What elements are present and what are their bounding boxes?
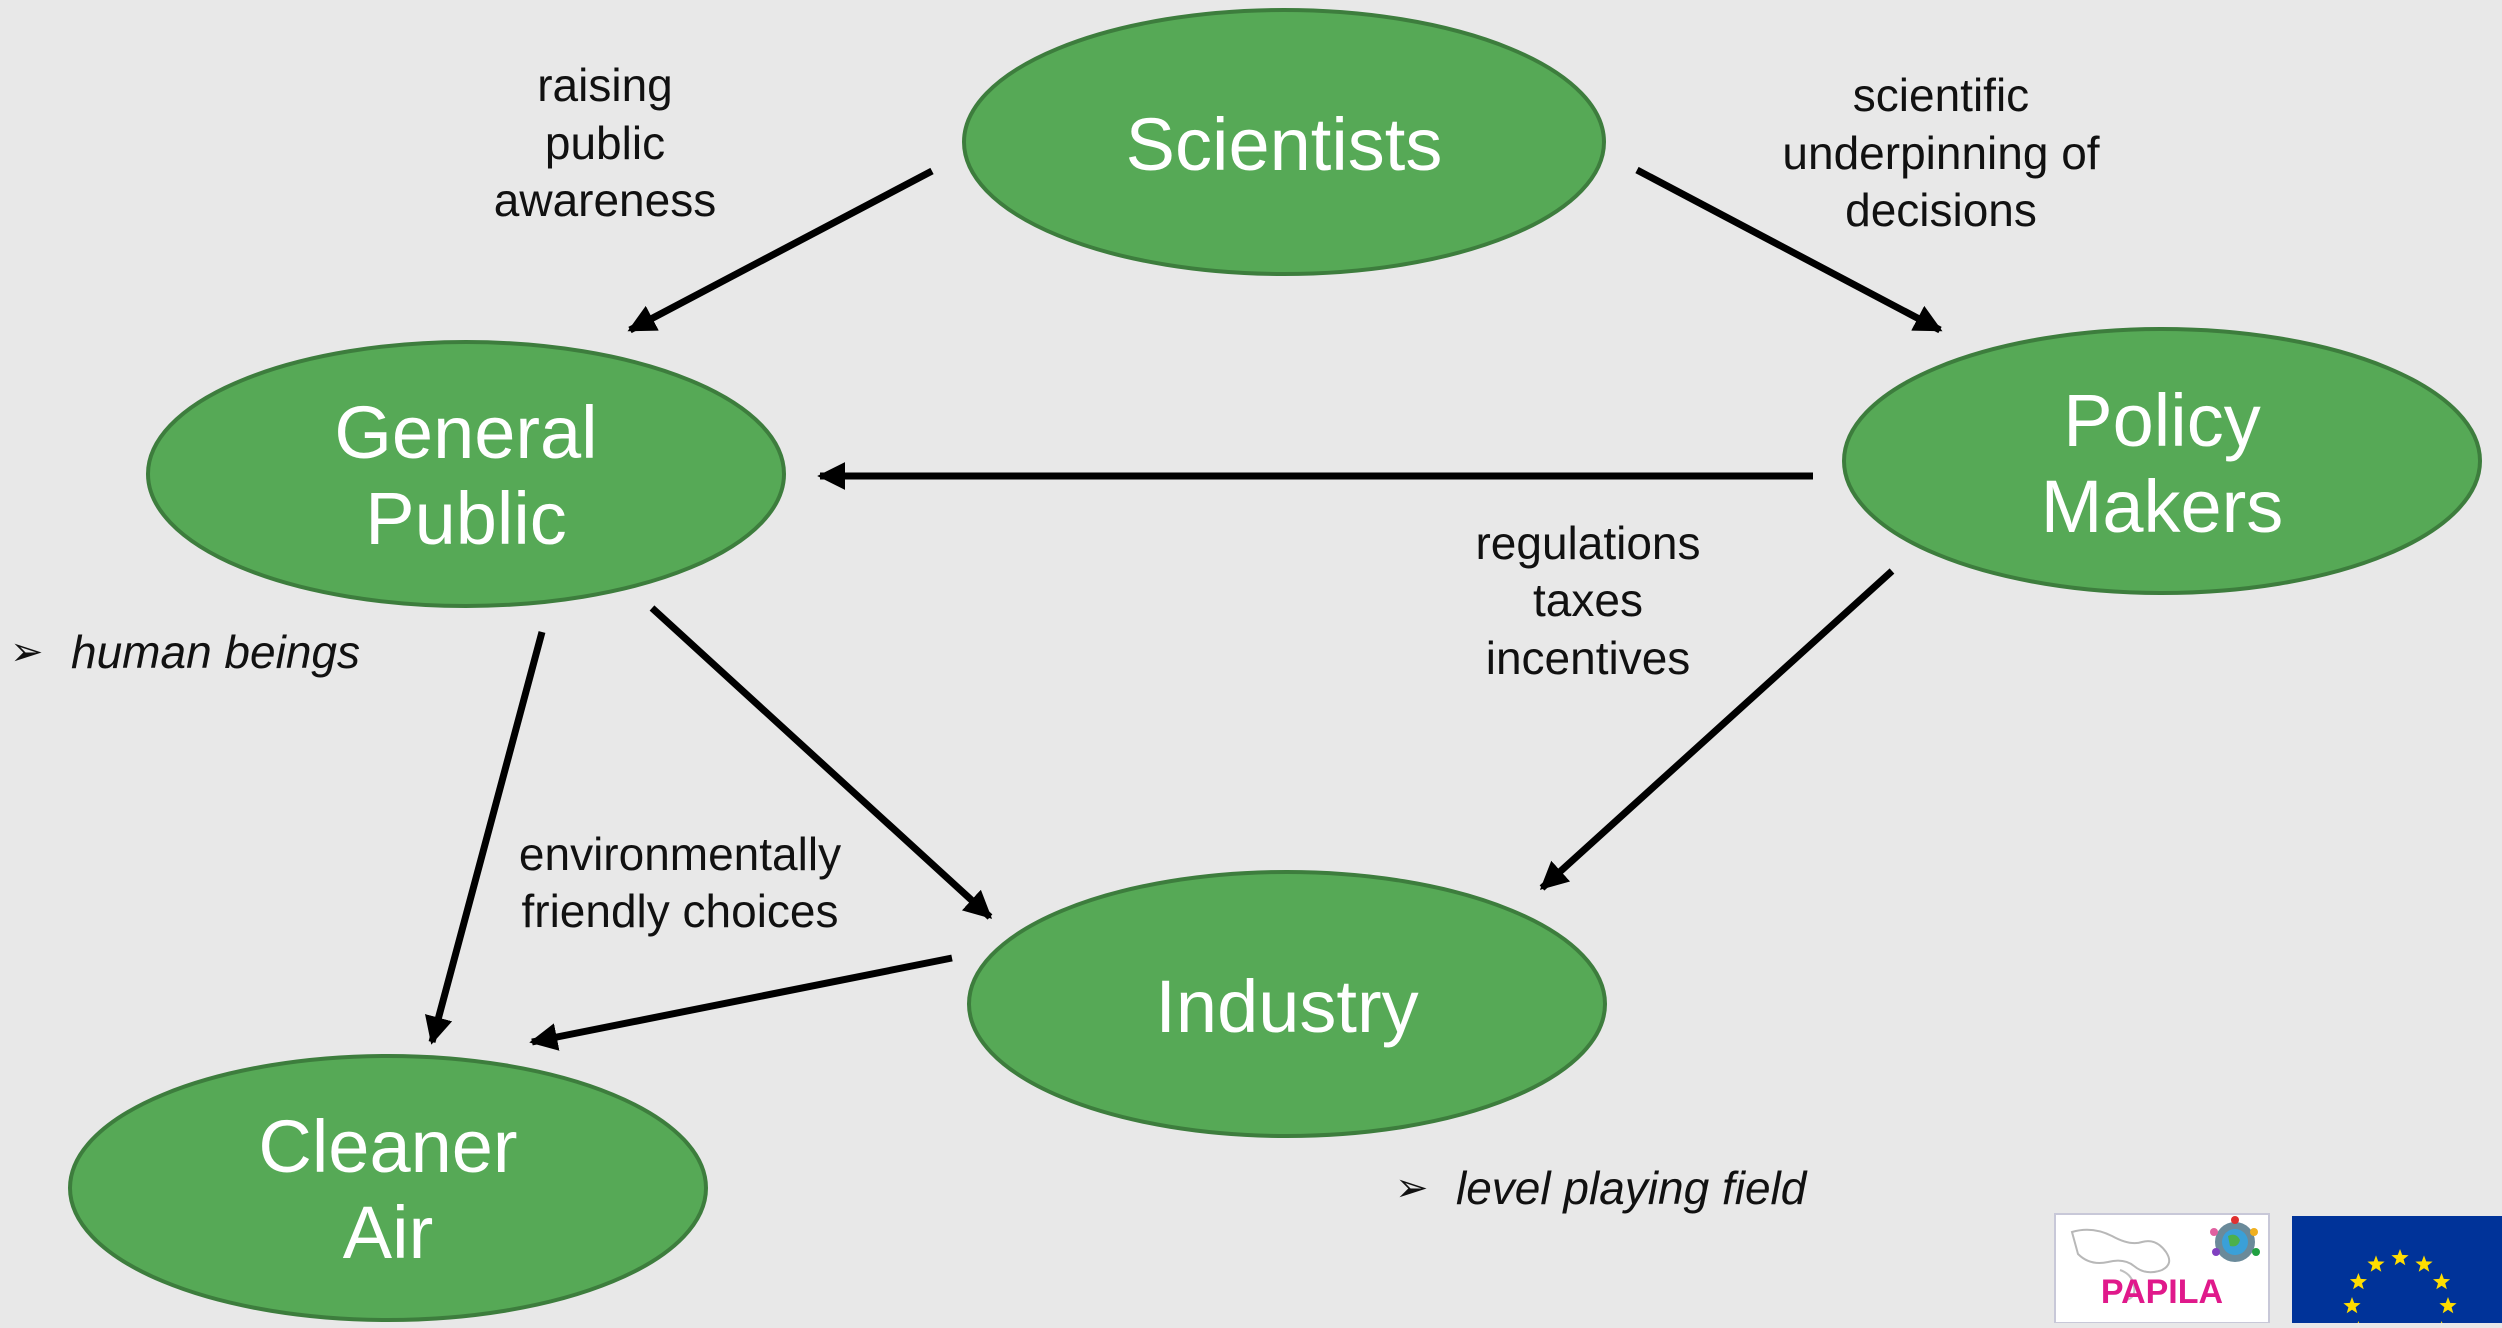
node-policy-makers-label-line2: Makers <box>2041 465 2284 548</box>
node-industry: Industry <box>967 870 1607 1138</box>
svg-text:level playing field: level playing field <box>1456 1162 1808 1214</box>
papila-wordmark: PAPILA <box>2101 1273 2223 1311</box>
svg-text:incentives: incentives <box>1486 632 1691 684</box>
arrow-public-to-cleaner-air <box>425 631 546 1045</box>
eu-star-icon <box>2433 1273 2451 1290</box>
svg-text:awareness: awareness <box>494 174 716 226</box>
eu-star-icon <box>2349 1273 2367 1290</box>
svg-text:regulations: regulations <box>1475 517 1700 569</box>
node-scientists-label: Scientists <box>1126 103 1443 186</box>
node-general-public-label-line1: General <box>334 391 597 474</box>
note-level-playing-field: ➢ level playing field <box>1395 1162 1808 1214</box>
svg-text:taxes: taxes <box>1533 574 1643 626</box>
label-environmentally-friendly-choices: environmentally friendly choices <box>519 828 841 937</box>
svg-text:environmentally: environmentally <box>519 828 841 880</box>
eu-star-icon <box>2439 1297 2457 1314</box>
eu-star-icon <box>2415 1255 2433 1272</box>
svg-text:raising: raising <box>537 59 673 111</box>
node-general-public-label-line2: Public <box>365 477 567 560</box>
node-general-public: General Public <box>146 340 786 608</box>
label-regulations-taxes-incentives: regulations taxes incentives <box>1475 517 1700 684</box>
globe-icon <box>2210 1216 2260 1262</box>
node-policy-makers-label-line1: Policy <box>2063 379 2260 462</box>
arrow-industry-to-cleaner-air <box>529 954 953 1051</box>
bullet-arrow-icon: ➢ <box>1395 1166 1429 1210</box>
eu-star-icon <box>2343 1297 2361 1314</box>
arrow-policy-to-industry <box>1539 568 1895 891</box>
bullet-arrow-icon: ➢ <box>10 630 44 674</box>
node-industry-label: Industry <box>1155 965 1418 1048</box>
label-scientific-underpinning: scientific underpinning of decisions <box>1782 69 2099 236</box>
svg-text:underpinning of: underpinning of <box>1782 127 2099 179</box>
arrow-scientists-to-policy <box>1635 166 1943 334</box>
note-human-beings: ➢ human beings <box>10 626 360 678</box>
svg-text:public: public <box>545 117 665 169</box>
node-cleaner-air-label-line2: Air <box>343 1191 433 1274</box>
node-cleaner-air-label-line1: Cleaner <box>258 1105 517 1188</box>
eu-star-icon <box>2391 1249 2409 1266</box>
eu-flag-logo <box>2292 1216 2502 1328</box>
node-scientists: Scientists <box>962 8 1606 276</box>
svg-text:friendly choices: friendly choices <box>521 885 838 937</box>
arrow-scientists-to-public <box>627 167 934 334</box>
node-cleaner-air: Cleaner Air <box>68 1054 708 1322</box>
eu-star-icon <box>2367 1255 2385 1272</box>
arrow-public-to-industry <box>649 605 993 920</box>
papila-logo: PAPILA <box>2054 1213 2270 1324</box>
svg-text:decisions: decisions <box>1845 184 2037 236</box>
node-policy-makers: Policy Makers <box>1842 327 2482 595</box>
svg-text:scientific: scientific <box>1853 69 2029 121</box>
label-raising-public-awareness: raising public awareness <box>494 59 716 226</box>
svg-text:human beings: human beings <box>71 626 360 678</box>
